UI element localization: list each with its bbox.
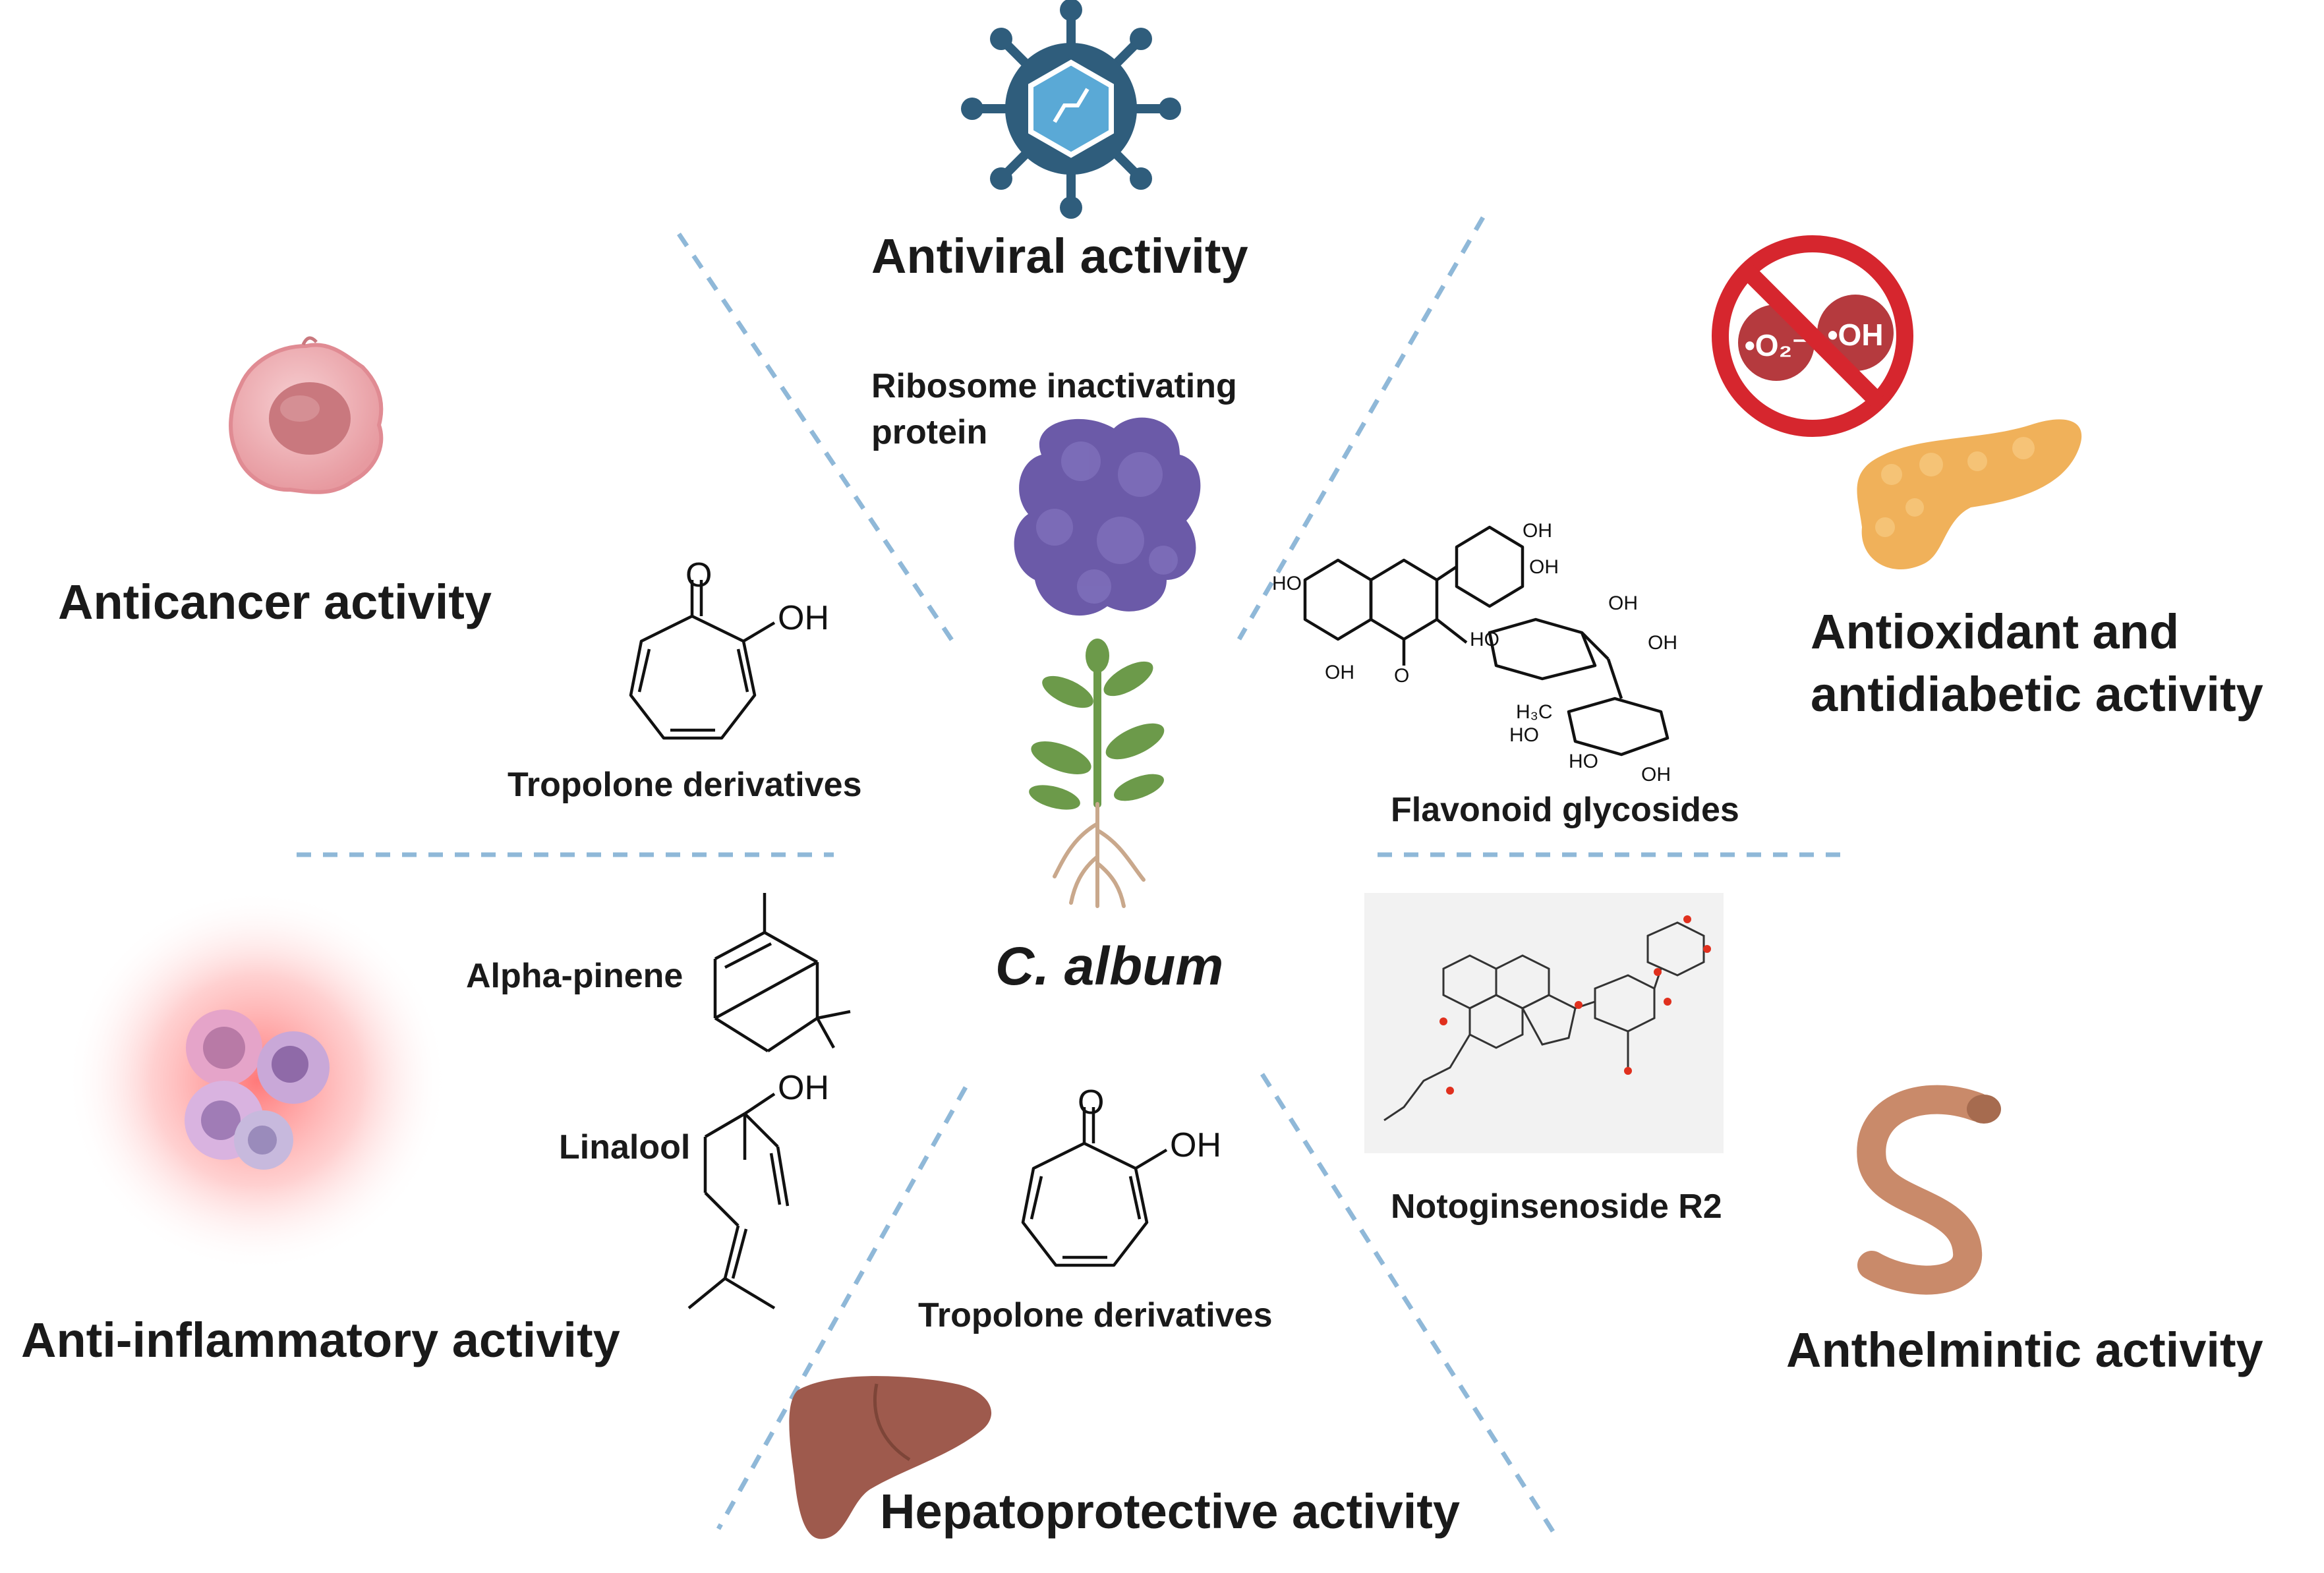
protein-icon (1014, 417, 1201, 616)
svg-text:HO: HO (1569, 751, 1598, 772)
notoginsenoside-label: Notoginsenoside R2 (1391, 1187, 1722, 1226)
linalool-label: Linalool (559, 1128, 691, 1166)
svg-text:OH: OH (1529, 556, 1559, 578)
anticancer-heading: Anticancer activity (58, 575, 492, 629)
antioxidant-heading-line1: Antioxidant and (1811, 604, 2180, 659)
ribosome-label-line2: protein (871, 413, 988, 451)
svg-text:•OH: •OH (1827, 318, 1883, 352)
flavonoid-label: Flavonoid glycosides (1391, 791, 1739, 829)
center-species-label: C. album (995, 936, 1224, 996)
antioxidant-heading-line2: antidiabetic activity (1811, 667, 2263, 722)
anthelmintic-heading: Anthelmintic activity (1786, 1323, 2263, 1377)
linalool-structure (687, 1093, 790, 1309)
svg-text:OH: OH (1325, 662, 1354, 683)
alpha-pinene-structure (713, 893, 851, 1052)
svg-text:HO: HO (1272, 573, 1302, 594)
alpha-pinene-label: Alpha-pinene (466, 957, 683, 995)
svg-text:HO: HO (1470, 629, 1499, 650)
plant-icon (1029, 639, 1165, 908)
flavonoid-structure (1303, 525, 1670, 757)
tropolone-structure-upper (629, 580, 776, 740)
divider-top-right (1236, 216, 1486, 641)
tropolone-label-lower: Tropolone derivatives (918, 1296, 1273, 1334)
divider-bottom-right (1260, 1073, 1557, 1537)
tropolone-structure-lower (1021, 1107, 1168, 1267)
divider-top-left (677, 233, 958, 647)
svg-text:OH: OH (1523, 520, 1552, 542)
virus-icon (961, 0, 1181, 219)
svg-text:OH: OH (778, 599, 829, 637)
svg-text:OH: OH (1648, 632, 1677, 654)
immune-cells-icon (66, 890, 448, 1272)
svg-text:O: O (1394, 665, 1409, 687)
hepatoprotective-heading: Hepatoprotective activity (880, 1484, 1461, 1539)
liver-icon (789, 1376, 992, 1539)
svg-text:OH: OH (1641, 764, 1671, 786)
divider-bottom-left (716, 1086, 968, 1530)
tropolone-label-upper: Tropolone derivatives (508, 766, 862, 804)
svg-text:•O₂⁻: •O₂⁻ (1745, 328, 1809, 362)
svg-text:HO: HO (1509, 724, 1539, 746)
svg-text:OH: OH (1608, 592, 1638, 614)
ribosome-label-line1: Ribosome inactivating (871, 367, 1237, 405)
svg-text:O: O (685, 556, 712, 594)
svg-text:O: O (1078, 1083, 1104, 1122)
cancer-cell-icon (229, 336, 384, 494)
svg-text:OH: OH (778, 1069, 829, 1107)
worm-icon (1857, 1085, 2001, 1295)
anti-inflammatory-heading: Anti-inflammatory activity (21, 1313, 620, 1367)
svg-text:H₃C: H₃C (1516, 701, 1553, 723)
no-radicals-icon: •O₂⁻ •OH (1712, 235, 1913, 437)
svg-text:OH: OH (1170, 1126, 1221, 1164)
antiviral-heading: Antiviral activity (871, 229, 1248, 283)
pancreas-icon (1857, 419, 2082, 569)
